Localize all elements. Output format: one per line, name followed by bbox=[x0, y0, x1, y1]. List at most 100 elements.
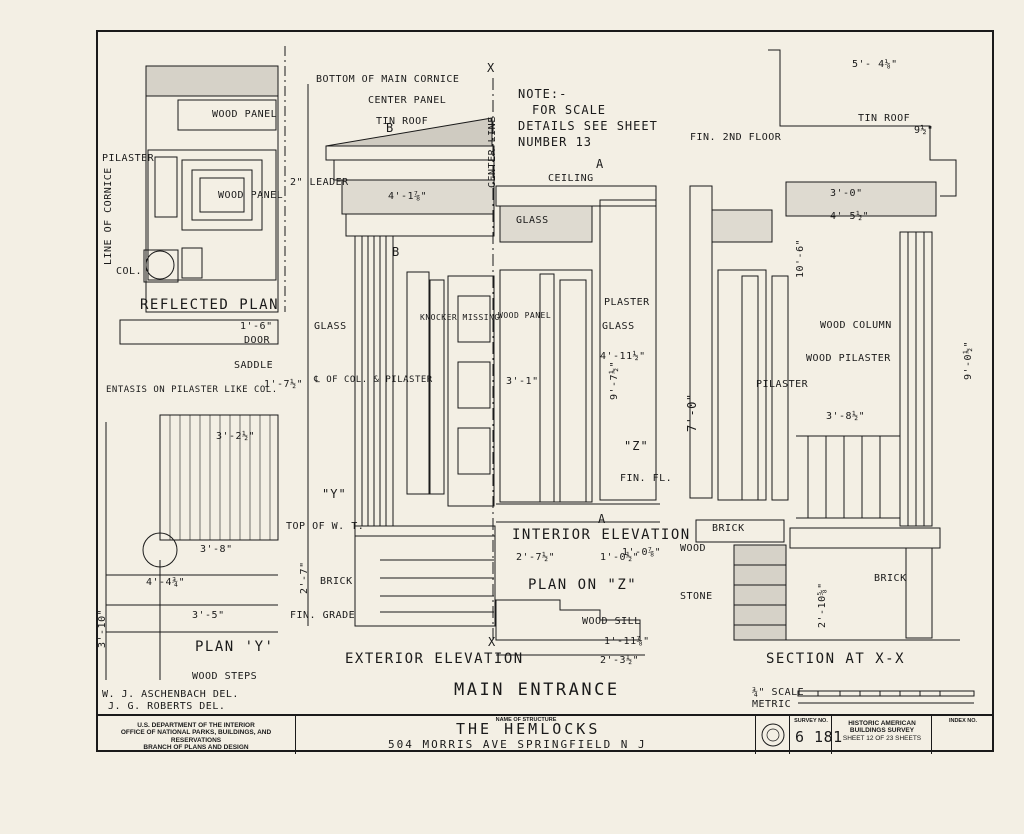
agency-line-2: OFFICE OF NATIONAL PARKS, BUILDINGS, AND… bbox=[120, 729, 272, 744]
agency-line-3: BRANCH OF PLANS AND DESIGN bbox=[143, 744, 249, 752]
dimension-label: 9½" bbox=[914, 125, 934, 136]
title-block-survey-no: SURVEY NO. 6 181 bbox=[790, 716, 842, 754]
callout-knocker: KNOCKER MISSING bbox=[420, 313, 500, 322]
callout-fin-grade: FIN. GRADE bbox=[290, 610, 356, 621]
callout-ceiling: CEILING bbox=[548, 173, 594, 184]
dimension-label: 10'-6" bbox=[795, 238, 806, 278]
dimension-label: 3'-2½" bbox=[216, 431, 256, 442]
interior-department-seal-icon bbox=[761, 723, 785, 747]
structure-name: THE HEMLOCKS bbox=[456, 720, 601, 738]
section-marker-a-bottom: A bbox=[598, 512, 607, 526]
section-title: SECTION AT X-X bbox=[766, 651, 906, 667]
reflected-plan-drawing bbox=[143, 46, 286, 313]
survey-name-line-1: HISTORIC AMERICAN bbox=[848, 720, 916, 727]
dimension-label: 2'-7½" bbox=[516, 552, 556, 563]
drawing-sheet-border bbox=[96, 30, 994, 752]
dimension-label: 4'-5½" bbox=[830, 211, 870, 222]
callout-wood-pilaster: WOOD PILASTER bbox=[806, 353, 891, 364]
callout-pilaster-right: PILASTER bbox=[756, 379, 809, 390]
plan-y-drawing bbox=[105, 319, 279, 680]
dimension-label: 9'-0½" bbox=[963, 340, 974, 380]
dimension-label: 3'-10" bbox=[97, 608, 108, 648]
dimension-label: 3'-0" bbox=[830, 188, 863, 199]
metric-label: METRIC bbox=[752, 699, 792, 710]
scale-label: ¾" SCALE bbox=[752, 687, 805, 698]
section-marker-b-mid: B bbox=[392, 245, 401, 259]
survey-number: 6 181 bbox=[795, 728, 843, 746]
reflected-plan-title: REFLECTED PLAN bbox=[140, 297, 280, 313]
callout-brick-left: BRICK bbox=[320, 576, 353, 587]
section-marker-x-bottom: X bbox=[488, 635, 497, 649]
section-marker-b-top: B bbox=[386, 121, 395, 135]
dimension-label: 2'-7" bbox=[299, 561, 310, 594]
callout-cl-col: ℄ OF COL. & PILASTER bbox=[314, 375, 433, 385]
callout-glass-right: GLASS bbox=[602, 321, 635, 332]
callout-stone: STONE bbox=[680, 591, 713, 602]
callout-wood: WOOD bbox=[680, 543, 707, 554]
note-line-4: NUMBER 13 bbox=[518, 135, 593, 149]
title-block: U.S. DEPARTMENT OF THE INTERIOR OFFICE O… bbox=[96, 714, 994, 754]
title-block-habs: HISTORIC AMERICAN BUILDINGS SURVEY SHEET… bbox=[832, 716, 932, 754]
callout-pilaster-left: PILASTER bbox=[102, 153, 155, 164]
delineator-1: W. J. ASCHENBACH DEL. bbox=[102, 689, 239, 700]
callout-line-of-cornice: LINE OF CORNICE bbox=[103, 167, 114, 265]
interior-elevation-title: INTERIOR ELEVATION bbox=[512, 527, 691, 543]
dimension-label: 1'-7½" bbox=[264, 379, 304, 390]
callout-wood-sill: WOOD SILL bbox=[582, 616, 641, 627]
section-marker-z: "Z" bbox=[624, 439, 649, 453]
dimension-label: 3'-5" bbox=[192, 610, 225, 621]
agency-line-1: U.S. DEPARTMENT OF THE INTERIOR bbox=[137, 722, 255, 729]
callout-top-wt: TOP OF W. T. bbox=[286, 521, 365, 532]
callout-glass-left: GLASS bbox=[314, 321, 347, 332]
dimension-label: 3'-1" bbox=[506, 376, 539, 387]
callout-leader: 2" LEADER bbox=[290, 177, 349, 188]
callout-plaster-right: PLASTER bbox=[604, 297, 650, 308]
dimension-label: 1'-6" bbox=[240, 321, 273, 332]
scale-bar bbox=[797, 690, 975, 704]
dimension-label: 7'-0" bbox=[685, 393, 699, 432]
plan-y-title: PLAN 'Y' bbox=[195, 639, 275, 655]
interior-elevation-drawing bbox=[495, 185, 660, 523]
note-line-3: DETAILS SEE SHEET bbox=[518, 119, 658, 133]
dimension-label: 2'-3½" bbox=[600, 655, 640, 666]
title-block-structure: NAME OF STRUCTURE THE HEMLOCKS 504 MORRI… bbox=[296, 716, 756, 754]
callout-center-panel: CENTER PANEL bbox=[368, 95, 447, 106]
callout-tin-roof-left: TIN ROOF bbox=[376, 116, 429, 127]
dimension-label: 3'-8" bbox=[200, 544, 233, 555]
callout-entasis: ENTASIS ON PILASTER LIKE COL. bbox=[106, 385, 278, 395]
index-caption: INDEX NO. bbox=[948, 718, 978, 724]
main-entrance-title: MAIN ENTRANCE bbox=[454, 680, 620, 700]
callout-saddle: SADDLE bbox=[234, 360, 274, 371]
callout-tin-roof-right: TIN ROOF bbox=[858, 113, 911, 124]
plan-on-z-title: PLAN ON "Z" bbox=[528, 577, 638, 593]
callout-fin-fl: FIN. FL. bbox=[620, 473, 673, 484]
dimension-label: 1'-11⅞" bbox=[604, 636, 650, 647]
note-line-2: FOR SCALE bbox=[532, 103, 607, 117]
dimension-label: 4'-11½" bbox=[600, 351, 646, 362]
dimension-label: 2'-10⅝" bbox=[817, 582, 828, 628]
dimension-label: 4'-4¾" bbox=[146, 577, 186, 588]
callout-col: COL. bbox=[116, 266, 143, 277]
callout-bottom-main-cornice: BOTTOM OF MAIN CORNICE bbox=[316, 74, 460, 85]
callout-brick-right-1: BRICK bbox=[712, 523, 745, 534]
dimension-label: 9'-7½" bbox=[609, 360, 620, 400]
survey-name-line-2: BUILDINGS SURVEY bbox=[849, 727, 915, 735]
dimension-label: 3'-8½" bbox=[826, 411, 866, 422]
callout-center-line: CENTER LINE bbox=[487, 116, 498, 188]
exterior-elevation-drawing bbox=[307, 78, 496, 640]
callout-wood-panel-top: WOOD PANEL bbox=[212, 109, 278, 120]
callout-brick-right-2: BRICK bbox=[874, 573, 907, 584]
title-block-agency: U.S. DEPARTMENT OF THE INTERIOR OFFICE O… bbox=[96, 716, 296, 754]
name-caption: NAME OF STRUCTURE bbox=[495, 717, 557, 723]
section-marker-a-top: A bbox=[596, 157, 605, 171]
survey-caption: SURVEY NO. bbox=[794, 718, 828, 724]
structure-address: 504 MORRIS AVE SPRINGFIELD N J bbox=[388, 738, 647, 751]
section-marker-y: "Y" bbox=[322, 487, 347, 501]
dimension-label: 4'-1⅞" bbox=[388, 191, 428, 202]
plan-on-z-drawing bbox=[495, 599, 645, 656]
callout-wood-panel-door: WOOD PANEL bbox=[498, 311, 552, 320]
sheet-number: SHEET 12 OF 23 SHEETS bbox=[842, 734, 922, 742]
dimension-label: 5'- 4⅛" bbox=[852, 59, 898, 70]
delineator-2: J. G. ROBERTS DEL. bbox=[108, 701, 226, 712]
